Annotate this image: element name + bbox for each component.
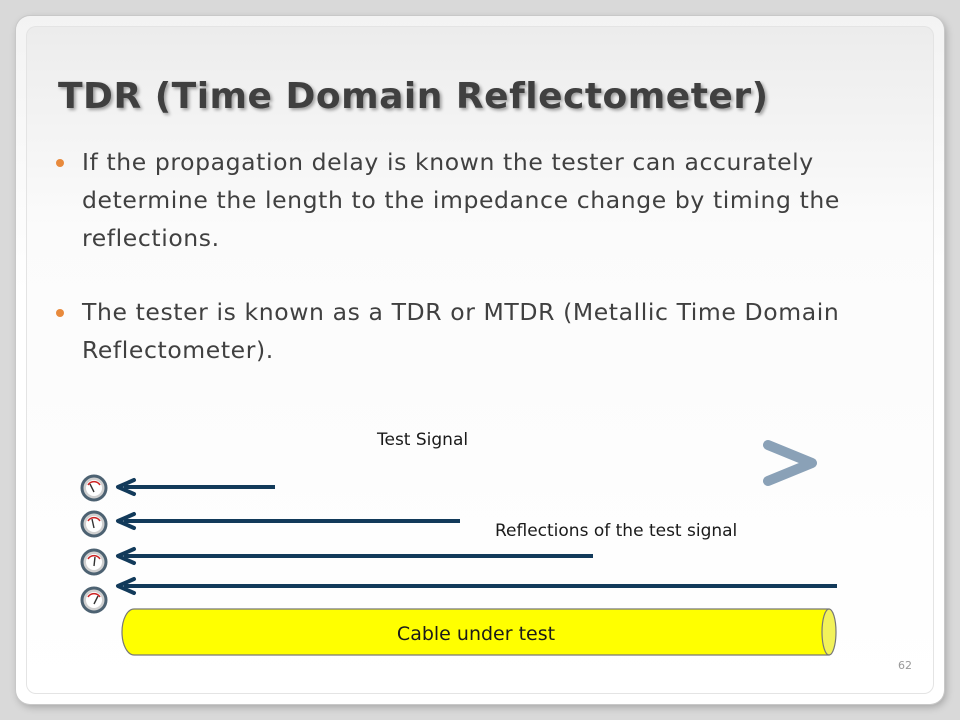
test-signal-label: Test Signal [376, 430, 468, 450]
slide-frame [16, 16, 944, 704]
cable-under-test [121, 608, 837, 656]
bullet-item: If the propagation delay is known the te… [56, 143, 896, 257]
gauge-icon [80, 548, 108, 576]
test-signal-arrow [76, 440, 817, 486]
bullet-item: The tester is known as a TDR or MTDR (Me… [56, 293, 896, 369]
cable-label: Cable under test [397, 623, 555, 645]
reflection-arrow [116, 478, 275, 496]
gauge-icon [80, 474, 108, 502]
reflection-arrow [116, 547, 593, 565]
slide-title: TDR (Time Domain Reflectometer) [58, 76, 769, 117]
reflection-arrow [116, 577, 837, 595]
bullet-dot-icon [56, 309, 64, 317]
slide-number: 62 [898, 659, 912, 672]
bullet-list: If the propagation delay is known the te… [56, 143, 896, 369]
gauge-icon [80, 586, 108, 614]
bullet-text: If the propagation delay is known the te… [82, 148, 840, 252]
bullet-dot-icon [56, 159, 64, 167]
gauge-icon [80, 510, 108, 538]
reflections-label: Reflections of the test signal [495, 521, 737, 541]
bullet-text: The tester is known as a TDR or MTDR (Me… [82, 298, 840, 364]
reflection-arrow [116, 512, 460, 530]
slide-body [26, 26, 934, 694]
